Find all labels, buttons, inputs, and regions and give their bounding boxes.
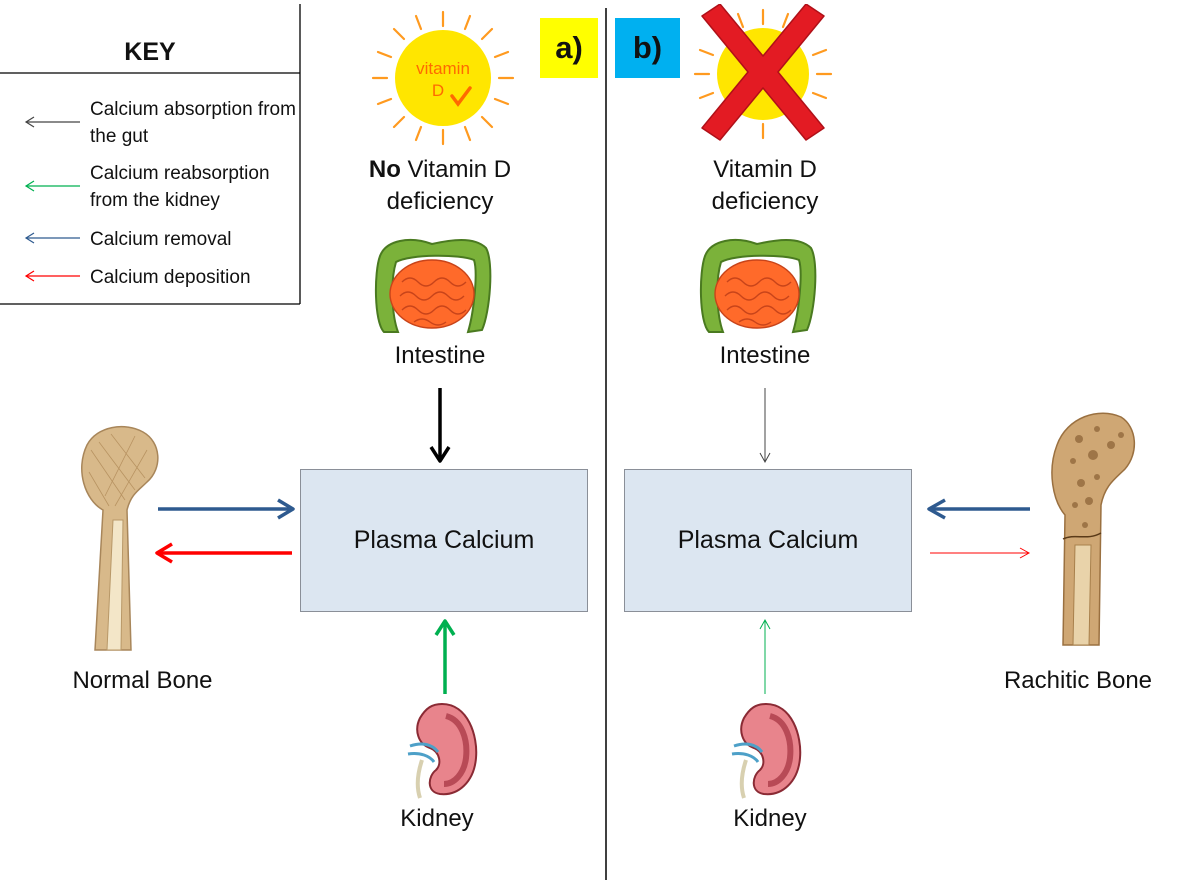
plasma-calcium-box-b: Plasma Calcium: [624, 469, 912, 612]
arrow-reabsorption-a: [434, 619, 456, 694]
key-label-deposition: Calcium deposition: [90, 267, 251, 288]
panel-a-status-rest: Vitamin D: [400, 156, 512, 183]
plasma-calcium-label-b: Plasma Calcium: [677, 526, 859, 554]
arrow-deposition-b: [930, 547, 1031, 559]
key-frame: [0, 4, 301, 305]
panel-a-status-line2: deficiency: [386, 188, 494, 215]
key-label-absorption: Calcium absorption from the gut: [90, 99, 296, 147]
key-label-reabsorption: Calcium reabsorption from the kidney: [90, 163, 270, 211]
intestine-icon-b: [699, 239, 817, 334]
arrow-removal-b: [927, 498, 1030, 520]
rachitic-bone-label: Rachitic Bone: [1003, 667, 1153, 694]
panel-a-kidney-label: Kidney: [400, 805, 474, 832]
key-title: KEY: [124, 38, 176, 66]
cross-icon: [701, 4, 825, 141]
crossed-sun-icon: [693, 4, 833, 141]
plasma-calcium-box-a: Plasma Calcium: [300, 469, 588, 612]
key-label-removal: Calcium removal: [90, 229, 232, 250]
kidney-icon-a: [407, 702, 478, 799]
arrow-removal-a: [158, 498, 295, 520]
panel-a-status-bold: No: [368, 156, 401, 183]
bone-arrows-b: [927, 498, 1031, 559]
panel-a-tag: a): [540, 18, 598, 78]
arrow-reabsorption-b: [759, 618, 771, 694]
key-arrow-reabsorption: [24, 180, 80, 192]
panel-b-status: Vitamin D deficiency: [665, 154, 865, 218]
sun-text-d: D: [432, 81, 444, 100]
normal-bone-label: Normal Bone: [72, 667, 213, 694]
rachitic-bone-icon: [1051, 412, 1136, 646]
checkmark-icon: [450, 86, 472, 107]
key-arrow-removal: [24, 232, 80, 244]
panel-b-status-line1: Vitamin D: [713, 156, 817, 183]
panel-divider: [605, 8, 607, 880]
vitamin-d-sun-icon: vitamin D: [371, 10, 515, 146]
key-arrow-deposition: [24, 270, 80, 282]
intestine-icon-a: [374, 239, 492, 334]
panel-a-intestine-label: Intestine: [394, 342, 486, 369]
bone-arrows-a: [155, 498, 295, 564]
panel-b-status-line2: deficiency: [711, 188, 819, 215]
arrow-deposition-a: [155, 542, 292, 564]
panel-b-intestine-label: Intestine: [719, 342, 811, 369]
sun-rays: [371, 10, 515, 146]
normal-bone-icon: [81, 425, 159, 651]
arrow-absorption-a: [429, 388, 451, 463]
panel-b-kidney-label: Kidney: [733, 805, 807, 832]
kidney-icon-b: [731, 702, 802, 799]
panel-b-tag: b): [615, 18, 680, 78]
arrow-absorption-b: [759, 388, 771, 464]
panel-a-status: No Vitamin D deficiency: [340, 154, 540, 218]
plasma-calcium-label-a: Plasma Calcium: [353, 526, 535, 554]
sun-text-vitamin: vitamin: [416, 59, 470, 78]
key-arrow-absorption: [24, 116, 80, 128]
